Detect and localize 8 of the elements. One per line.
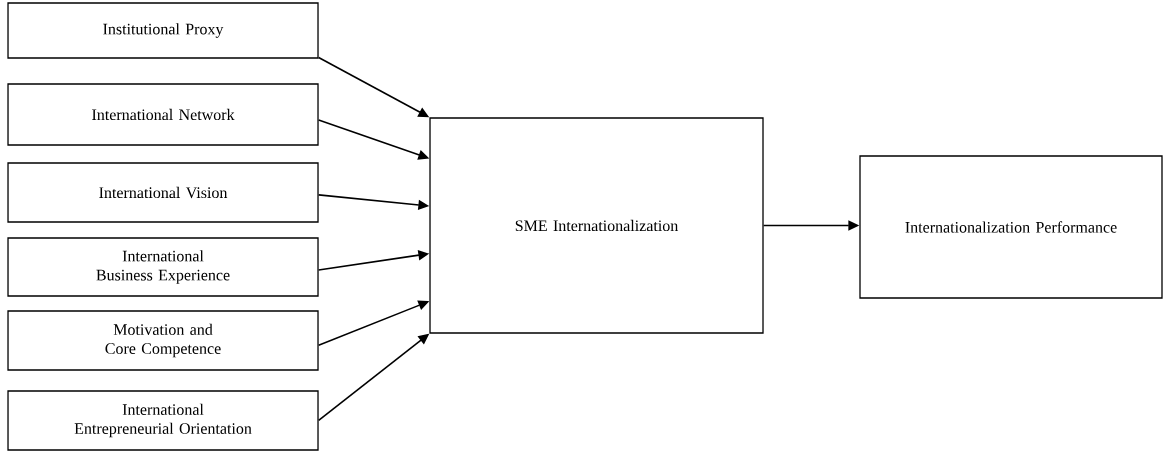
box: SME Internationalization (429, 117, 764, 334)
box: International Network (7, 83, 319, 146)
box: International Vision (7, 162, 319, 223)
box: Internationalization Performance (859, 155, 1163, 299)
box: International Entrepreneurial Orientation (7, 390, 319, 451)
box: International Business Experience (7, 237, 319, 297)
box: Institutional Proxy (7, 2, 319, 59)
box: Motivation and Core Competence (7, 310, 319, 371)
